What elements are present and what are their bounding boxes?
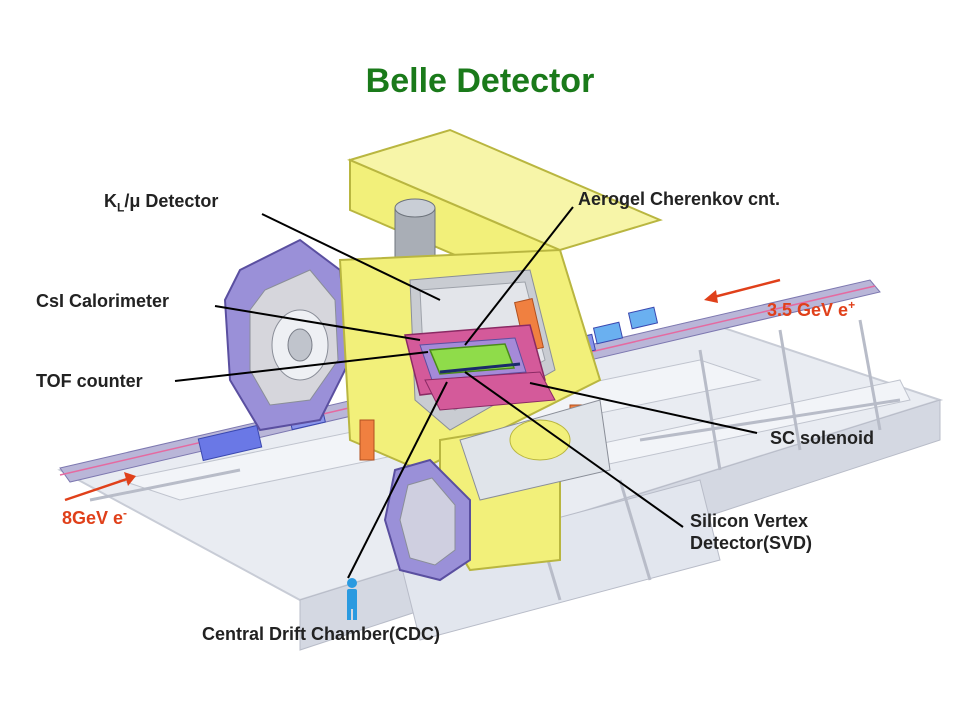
- leader-lines: [174, 206, 758, 579]
- label-csi-calorimeter: CsI Calorimeter: [36, 291, 170, 311]
- label-tof-counter: TOF counter: [36, 371, 143, 391]
- label-aerogel-cherenkov: Aerogel Cherenkov cnt.: [578, 189, 781, 209]
- person-scale-icon: [347, 578, 357, 620]
- label-klm-detector: KL/μ Detector: [104, 191, 219, 215]
- leader-svd: [464, 371, 684, 528]
- beam-arrows: [64, 278, 781, 502]
- label-electron-beam: 8GeV e-: [62, 506, 128, 528]
- label-svd: Silicon Vertex Detector(SVD): [690, 510, 812, 554]
- leader-cdc: [347, 381, 448, 579]
- label-svd-line1: Silicon Vertex: [690, 511, 809, 531]
- label-svd-line2: Detector(SVD): [690, 533, 813, 553]
- label-positron-beam: 3.5 GeV e+: [767, 298, 856, 320]
- leader-aerogel: [464, 206, 574, 346]
- front-endcap: [383, 399, 611, 582]
- leader-sc: [529, 382, 758, 434]
- label-cdc: Central Drift Chamber(CDC): [202, 624, 441, 644]
- leader-klm: [261, 213, 441, 301]
- left-endcap: [223, 238, 352, 432]
- diagram-title: Belle Detector: [365, 62, 595, 100]
- label-sc-solenoid: SC solenoid: [770, 428, 875, 448]
- leader-tof: [174, 351, 429, 382]
- leader-csi: [214, 305, 421, 341]
